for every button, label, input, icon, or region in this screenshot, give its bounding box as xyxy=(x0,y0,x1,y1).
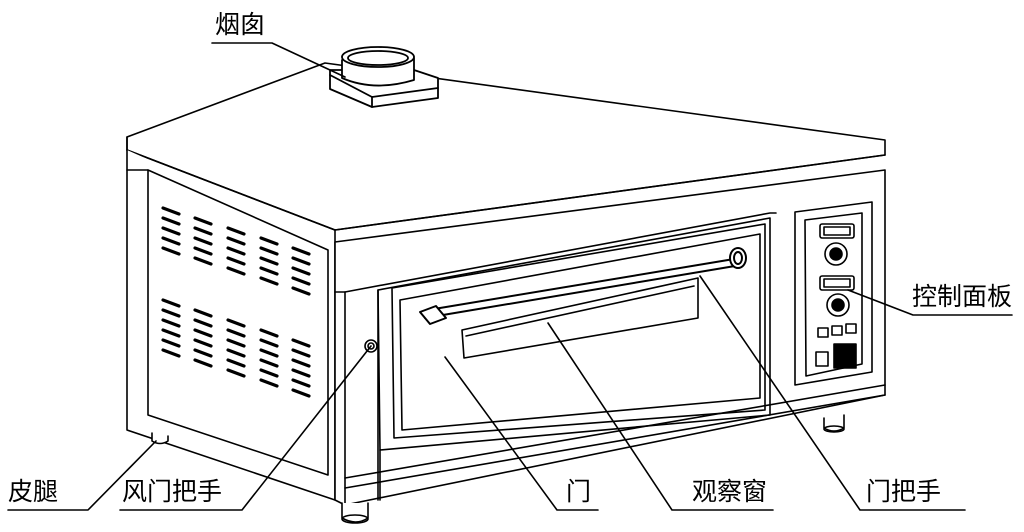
label-door-handle: 门把手 xyxy=(866,477,942,506)
oven-legs xyxy=(151,414,845,524)
oven-left-side xyxy=(126,149,336,501)
control-panel-drawing xyxy=(794,201,873,386)
label-viewing-window: 观察窗 xyxy=(692,477,768,506)
side-vents xyxy=(161,206,311,398)
leader-leg xyxy=(7,440,157,511)
oven-front-frame xyxy=(334,169,886,506)
viewing-window xyxy=(461,277,699,359)
chimney xyxy=(329,46,439,108)
label-leg: 皮腿 xyxy=(8,477,59,506)
leader-damper-handle xyxy=(119,345,372,511)
label-damper-handle: 风门把手 xyxy=(122,477,223,506)
leader-lines xyxy=(7,42,1013,511)
leader-control-panel xyxy=(847,289,1013,316)
oven-door xyxy=(377,217,771,501)
leader-door xyxy=(444,356,599,511)
label-control-panel: 控制面板 xyxy=(912,282,1013,311)
door-handle xyxy=(419,247,747,325)
leader-door-handle xyxy=(699,275,966,511)
leader-viewing-window xyxy=(547,322,774,511)
label-door: 门 xyxy=(566,477,592,506)
label-chimney: 烟囱 xyxy=(215,10,266,39)
leader-chimney xyxy=(211,42,346,78)
